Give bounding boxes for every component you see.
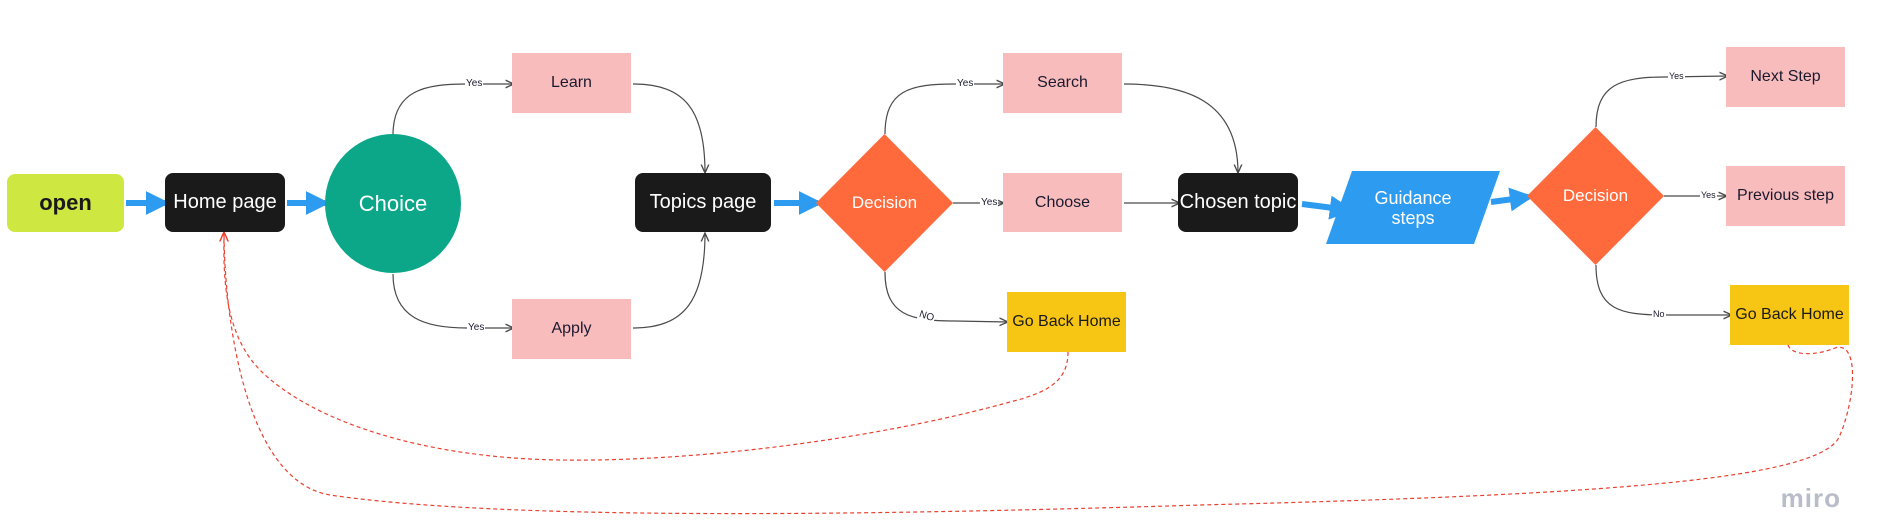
node-choice-label: Choice [358,190,428,216]
decision-2-diamond-shape [1527,127,1664,265]
connector-decision1-search [884,84,1005,135]
node-choose[interactable]: Choose [1003,173,1122,232]
node-open[interactable]: open [7,174,124,232]
node-home-page[interactable]: Home page [165,173,285,232]
node-choose-label: Choose [1034,193,1091,211]
connector-decision1-goback [884,271,1008,322]
node-open-label: open [39,190,92,215]
node-decision-1[interactable]: Decision [816,134,953,272]
connector-learn-topics [632,83,705,173]
node-learn-label: Learn [551,74,592,91]
node-decision-1-label: Decision [851,193,918,212]
node-decision-2[interactable]: Decision [1527,127,1664,265]
node-topics-page-label: Topics page [649,191,757,213]
edge-label-decision1-search: Yes [956,78,975,89]
node-search-label: Search [1037,74,1088,91]
edge-label-decision1-choose: Yes [980,197,999,208]
node-apply-label: Apply [551,320,592,337]
connector-apply-topics [632,233,705,329]
edge-label-choice-learn: Yes [465,78,484,89]
flow-arrow-guidance-decision [1490,187,1534,212]
edge-label-choice-apply: Yes [467,322,486,333]
node-choice[interactable]: Choice [325,134,461,273]
decision-1-diamond-shape [816,134,953,272]
connector-decision2-next [1595,76,1728,128]
edge-label-decision2-previous: Yes [1700,190,1717,201]
node-go-back-home-2[interactable]: Go Back Home [1730,285,1849,345]
node-next-step[interactable]: Next Step [1726,47,1845,107]
node-home-page-label: Home page [173,191,277,213]
node-go-back-home-1-label: Go Back Home [1012,313,1121,330]
connector-search-chosen [1123,83,1238,173]
edge-label-decision2-goback: No [1652,309,1666,320]
node-previous-step-label: Previous step [1737,187,1834,204]
connector-choice-apply [392,273,514,328]
node-learn[interactable]: Learn [512,53,631,113]
node-guidance-steps-label: Guidance steps [1374,187,1452,228]
node-chosen-topic[interactable]: Chosen topic [1178,173,1298,232]
node-go-back-home-1[interactable]: Go Back Home [1007,292,1126,352]
connector-choice-learn [392,84,514,136]
node-decision-2-label: Decision [1562,186,1629,205]
guidance-steps-parallelogram-shape [1326,171,1500,244]
node-apply[interactable]: Apply [512,299,631,359]
return-arrow-goback1-home [224,232,1069,461]
node-search[interactable]: Search [1003,53,1122,113]
node-topics-page[interactable]: Topics page [635,173,771,232]
miro-watermark-logo: miro [1780,483,1841,513]
node-guidance-steps[interactable]: Guidance steps [1326,171,1500,244]
node-go-back-home-2-label: Go Back Home [1735,306,1844,323]
edge-label-decision2-next: Yes [1668,71,1685,82]
node-chosen-topic-label: Chosen topic [1179,191,1297,213]
node-previous-step[interactable]: Previous step [1726,166,1845,226]
node-next-step-label: Next Step [1750,68,1821,85]
return-arrow-goback2-home [224,232,1854,515]
connector-decision2-goback [1595,264,1732,315]
